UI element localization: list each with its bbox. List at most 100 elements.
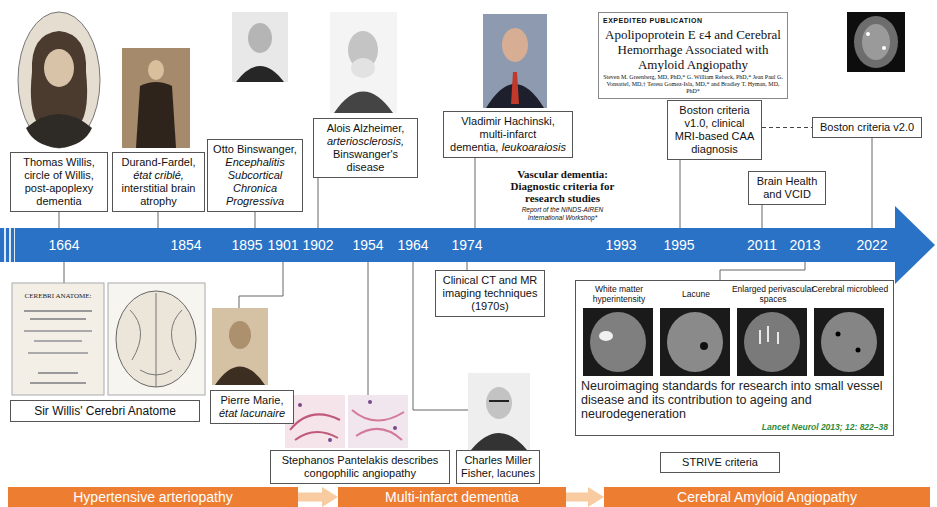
event-box: Brain Health and VCID — [748, 171, 826, 205]
durand-fardel-photo — [122, 48, 190, 148]
cerebri-anatome-book — [12, 283, 205, 395]
year-label: 1993 — [605, 237, 636, 253]
mri-thumbnail — [821, 312, 877, 372]
year-label: 2013 — [789, 237, 820, 253]
event-box: Charles Miller Fisher, lacunes — [456, 450, 540, 484]
box-title: Stephanos Pantelakis describes congophil… — [275, 454, 445, 480]
box-text: Neuroimaging standards for research into… — [581, 379, 888, 421]
hachinski-photo — [502, 28, 528, 62]
mri-thumbnail — [856, 348, 861, 353]
histology-image — [285, 395, 408, 448]
durand-fardel-photo — [122, 48, 190, 148]
cerebri-anatome-book — [34, 340, 82, 342]
year-label: 1902 — [302, 237, 333, 253]
event-box: Durand-Fardel,état criblé,interstitial b… — [112, 152, 205, 212]
flow-arrow — [298, 493, 322, 502]
event-box: Otto Binswanger,Encephalitis Subcortical… — [207, 139, 303, 212]
box-title: Sir Willis' Cerebri Anatome — [15, 404, 195, 418]
mri-thumbnail — [667, 312, 723, 372]
event-box: Alois Alzheimer,arteriosclerosis,Binswan… — [313, 118, 418, 178]
mri-scan — [862, 24, 890, 60]
book-title: CEREBRI ANATOME: — [24, 292, 93, 300]
cerebri-anatome-book — [30, 318, 86, 320]
mri-scan — [847, 12, 905, 72]
mri-thumbnail — [744, 312, 800, 372]
box-text: leukoaraiosis — [502, 141, 566, 153]
durand-fardel-photo — [136, 82, 176, 148]
mri-scan — [847, 12, 905, 72]
pierre-marie-photo — [215, 367, 265, 386]
box-text: Encephalitis Subcortical Chronica Progre… — [212, 156, 298, 208]
box-title: EXPEDITED PUBLICATION — [603, 16, 783, 25]
timeline-bar — [9, 228, 11, 262]
fisher-photo — [468, 373, 530, 450]
publication-excerpt: Vascular dementia: Diagnostic criteria f… — [500, 166, 625, 224]
box-text: Report of the NINDS-AIREN International … — [503, 206, 622, 222]
pierre-marie-photo — [212, 308, 268, 385]
mri-thumbnail — [760, 326, 778, 344]
event-box: Vladimir Hachinski, multi-infarct dement… — [443, 111, 573, 158]
alzheimer-photo — [334, 92, 393, 114]
era-band: Cerebral Amyloid Angiopathy — [604, 487, 930, 507]
alzheimer-photo — [330, 12, 397, 113]
binswanger-photo — [232, 12, 288, 82]
cerebri-anatome-book — [24, 310, 92, 312]
mri-thumbnail — [583, 308, 653, 376]
year-label: 1854 — [170, 237, 201, 253]
box-title: Multi-infarct dementia — [338, 487, 566, 507]
box-title: Durand-Fardel, — [117, 156, 200, 169]
histology-image — [352, 410, 404, 440]
mri-scan — [866, 32, 870, 36]
box-title: Hypertensive arteriopathy — [8, 487, 298, 507]
leader-line — [467, 262, 468, 270]
era-band: Multi-infarct dementia — [338, 487, 566, 507]
leader-line — [255, 212, 256, 228]
mri-scan — [854, 16, 898, 68]
cerebri-anatome-book — [116, 291, 196, 387]
box-title: Boston criteria v2.0 — [817, 121, 917, 134]
histology-image — [328, 438, 332, 442]
flow-arrow — [566, 493, 588, 502]
cerebri-anatome-book — [30, 382, 86, 384]
box-text: état lacunaire — [215, 407, 289, 420]
histology-image — [393, 426, 397, 430]
box-title: Vascular dementia: Diagnostic criteria f… — [503, 168, 622, 204]
histology-image — [348, 395, 408, 448]
pierre-marie-photo — [229, 321, 251, 349]
mri-thumbnail — [590, 312, 646, 372]
box-title: White matter hyperintensity — [576, 284, 662, 304]
fisher-photo — [486, 387, 512, 419]
box-title: Cerebral Amyloid Angiopathy — [604, 487, 930, 507]
cerebri-anatome-book — [12, 283, 104, 395]
leader-line — [64, 262, 65, 283]
timeline-bar — [0, 228, 897, 262]
event-box: Boston criteria v2.0 — [812, 117, 922, 138]
box-text: Lancet Neurol 2013; 12: 822–38 — [581, 422, 888, 432]
box-title: Clinical CT and MR imaging techniques (1… — [440, 274, 540, 313]
year-label: 2011 — [747, 237, 777, 253]
histology-image — [290, 414, 340, 440]
durand-fardel-photo — [148, 60, 164, 80]
box-text: Apolipoprotein E ε4 and Cerebral Hemorrh… — [603, 27, 783, 72]
fisher-photo — [489, 400, 509, 402]
leader-line — [872, 138, 873, 228]
leader-line — [368, 262, 369, 395]
mri-thumbnail — [583, 308, 884, 376]
box-title: STRIVE criteria — [665, 456, 775, 469]
leader-line — [158, 212, 159, 228]
year-label: 1964 — [397, 237, 428, 253]
box-text: Binswanger's disease — [318, 148, 413, 174]
publication-excerpt: EXPEDITED PUBLICATION Apolipoprotein E ε4… — [598, 12, 788, 99]
box-text: interstitial brain atrophy — [117, 182, 200, 208]
willis-portrait — [18, 12, 100, 148]
cerebri-anatome-book — [28, 352, 88, 354]
box-text: Cerebral microbleed — [807, 284, 893, 294]
box-title: Pierre Marie, — [215, 394, 289, 407]
leader-line — [475, 158, 476, 228]
alzheimer-photo — [351, 58, 375, 78]
box-text: Lacune — [653, 289, 739, 299]
alzheimer-photo — [330, 12, 397, 113]
histology-image — [285, 395, 345, 448]
leader-line — [680, 160, 681, 228]
hachinski-photo — [483, 14, 547, 108]
